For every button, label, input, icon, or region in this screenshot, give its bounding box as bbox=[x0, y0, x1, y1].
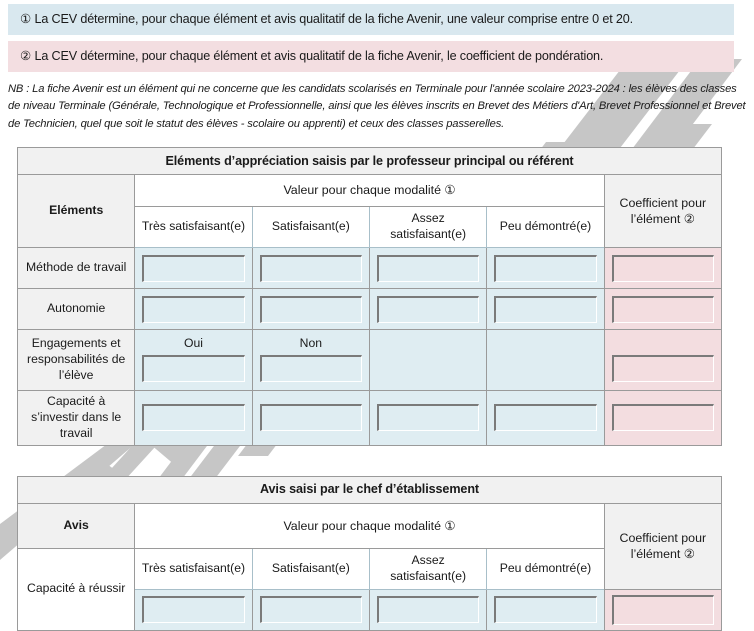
value-cell[interactable] bbox=[251, 588, 370, 631]
value-cell-empty bbox=[368, 329, 488, 392]
row-label-capacite-reussir: Capacité à réussir bbox=[16, 547, 136, 631]
value-input-investir-0[interactable] bbox=[142, 404, 245, 432]
value-cell[interactable] bbox=[251, 390, 370, 446]
modality-header-3: Peu démontré(e) bbox=[486, 205, 605, 249]
value-input-engagements-oui[interactable] bbox=[142, 355, 245, 383]
modality-header-2-1: Satisfaisant(e) bbox=[251, 547, 370, 590]
value-cell[interactable] bbox=[134, 390, 253, 446]
value-input-engagements-non[interactable] bbox=[259, 355, 362, 383]
value-cell[interactable] bbox=[368, 588, 488, 631]
value-cell[interactable] bbox=[486, 390, 605, 446]
coefficient-input-engagements[interactable] bbox=[611, 355, 714, 383]
header-modalites: Valeur pour chaque modalité ① bbox=[134, 174, 605, 207]
value-input-reussir-2[interactable] bbox=[376, 596, 480, 624]
value-input-autonomie-0[interactable] bbox=[142, 295, 245, 323]
value-cell[interactable] bbox=[134, 588, 253, 631]
value-cell[interactable] bbox=[486, 588, 605, 631]
value-input-investir-3[interactable] bbox=[494, 404, 597, 432]
modality-header-1: Satisfaisant(e) bbox=[251, 205, 370, 249]
note-banner-1: ① La CEV détermine, pour chaque élément … bbox=[8, 4, 734, 35]
header-elements: Eléments bbox=[16, 174, 136, 249]
modality-header-2-2: Assez satisfaisant(e) bbox=[368, 547, 488, 590]
table-1-caption: Eléments d’appréciation saisis par le pr… bbox=[17, 147, 722, 176]
header-coefficient-2: Coefficient pour l’élément ② bbox=[603, 502, 723, 590]
coefficient-input-methode[interactable] bbox=[611, 254, 714, 282]
value-cell-oui[interactable]: Oui bbox=[134, 329, 253, 392]
value-cell[interactable] bbox=[251, 247, 370, 290]
value-cell[interactable] bbox=[368, 390, 488, 446]
value-input-autonomie-1[interactable] bbox=[259, 295, 362, 323]
nb-note: NB : La fiche Avenir est un élément qui … bbox=[8, 83, 746, 130]
table-1-wrapper: Eléments d’appréciation saisis par le pr… bbox=[16, 147, 723, 446]
table-2-wrapper: Avis saisi par le chef d’établissement A… bbox=[16, 475, 723, 631]
value-cell[interactable] bbox=[251, 288, 370, 331]
header-modalites-2: Valeur pour chaque modalité ① bbox=[134, 502, 605, 549]
row-label-capacite-investir: Capacité à s’investir dans le travail bbox=[16, 390, 136, 446]
coefficient-input-autonomie[interactable] bbox=[611, 295, 714, 323]
avis-table: Avis saisi par le chef d’établissement A… bbox=[16, 475, 723, 631]
value-input-reussir-3[interactable] bbox=[494, 596, 597, 624]
value-cell[interactable] bbox=[134, 288, 253, 331]
value-input-reussir-0[interactable] bbox=[142, 596, 245, 624]
table-row: Engagements et responsabilités de l’élèv… bbox=[16, 329, 723, 392]
note-banner-2: ② La CEV détermine, pour chaque élément … bbox=[8, 41, 734, 72]
option-label-oui: Oui bbox=[184, 335, 203, 350]
header-coefficient: Coefficient pour l’élément ② bbox=[603, 174, 723, 249]
coefficient-cell[interactable] bbox=[603, 247, 723, 290]
table-1-caption-row: Eléments d’appréciation saisis par le pr… bbox=[17, 147, 722, 176]
row-label-methode: Méthode de travail bbox=[16, 247, 136, 290]
value-input-reussir-1[interactable] bbox=[259, 596, 362, 624]
value-input-investir-1[interactable] bbox=[259, 404, 362, 432]
coefficient-cell[interactable] bbox=[603, 288, 723, 331]
table-row: Autonomie bbox=[16, 288, 723, 331]
value-cell-empty bbox=[486, 329, 605, 392]
value-cell[interactable] bbox=[368, 247, 488, 290]
table-row: Capacité à s’investir dans le travail bbox=[16, 390, 723, 446]
value-cell-non[interactable]: Non bbox=[251, 329, 370, 392]
table-row: Méthode de travail bbox=[16, 247, 723, 290]
appreciation-table: Eléments d’appréciation saisis par le pr… bbox=[16, 147, 723, 446]
modality-header-2: Assez satisfaisant(e) bbox=[368, 205, 488, 249]
modality-header-2-3: Peu démontré(e) bbox=[486, 547, 605, 590]
option-label-non: Non bbox=[299, 335, 322, 350]
value-input-investir-2[interactable] bbox=[376, 404, 480, 432]
modality-header-0: Très satisfaisant(e) bbox=[134, 205, 253, 249]
row-label-autonomie: Autonomie bbox=[16, 288, 136, 331]
coefficient-input-investir[interactable] bbox=[611, 404, 714, 432]
row-label-engagements: Engagements et responsabilités de l’élèv… bbox=[16, 329, 136, 392]
value-cell[interactable] bbox=[368, 288, 488, 331]
value-cell[interactable] bbox=[486, 288, 605, 331]
value-input-autonomie-3[interactable] bbox=[494, 295, 597, 323]
table-1-header-row-1: Eléments Valeur pour chaque modalité ① C… bbox=[16, 174, 723, 249]
table-2-caption: Avis saisi par le chef d’établissement bbox=[17, 475, 722, 504]
table-2-caption-row: Avis saisi par le chef d’établissement bbox=[17, 475, 722, 504]
coefficient-cell[interactable] bbox=[603, 329, 723, 392]
value-cell[interactable] bbox=[134, 247, 253, 290]
header-avis: Avis bbox=[16, 502, 136, 549]
coefficient-cell[interactable] bbox=[603, 390, 723, 446]
coefficient-cell[interactable] bbox=[603, 588, 723, 631]
coefficient-input-reussir[interactable] bbox=[611, 594, 714, 625]
coefficient-spacer bbox=[605, 333, 721, 351]
value-input-autonomie-2[interactable] bbox=[376, 295, 480, 323]
value-input-methode-2[interactable] bbox=[376, 254, 480, 282]
value-input-methode-3[interactable] bbox=[494, 254, 597, 282]
modality-header-2-0: Très satisfaisant(e) bbox=[134, 547, 253, 590]
value-cell[interactable] bbox=[486, 247, 605, 290]
value-input-methode-1[interactable] bbox=[259, 254, 362, 282]
value-input-methode-0[interactable] bbox=[142, 254, 245, 282]
table-2-header-row-1: Avis Valeur pour chaque modalité ① Coeff… bbox=[16, 502, 723, 590]
